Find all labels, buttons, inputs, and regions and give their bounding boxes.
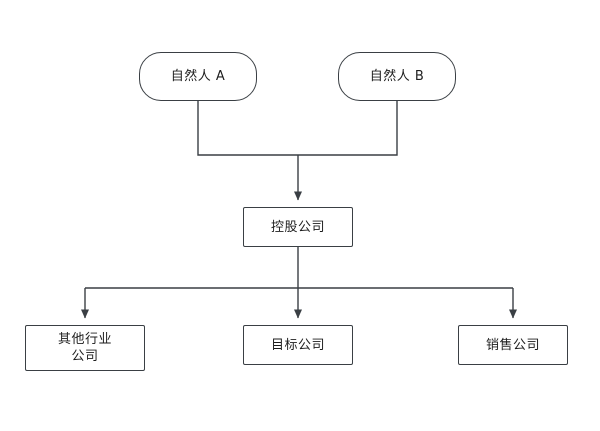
node-target-company-label: 目标公司 (270, 337, 325, 353)
edge-holding-bus (85, 247, 513, 289)
node-sales-company[interactable]: 销售公司 (458, 325, 568, 365)
node-person-a[interactable]: 自然人 A (139, 52, 257, 101)
edge-person-b-to-holding (298, 101, 398, 156)
node-sales-company-label: 销售公司 (485, 337, 540, 353)
node-holding-company-label: 控股公司 (270, 219, 325, 235)
node-person-b[interactable]: 自然人 B (338, 52, 456, 101)
node-person-a-label: 自然人 A (170, 69, 226, 84)
node-other-industry-company-label: 其他行业 公司 (57, 332, 112, 364)
node-other-industry-company[interactable]: 其他行业 公司 (25, 325, 145, 371)
node-person-b-label: 自然人 B (369, 69, 425, 84)
node-target-company[interactable]: 目标公司 (243, 325, 353, 365)
edge-person-a-to-holding (197, 101, 298, 156)
node-holding-company[interactable]: 控股公司 (243, 207, 353, 247)
